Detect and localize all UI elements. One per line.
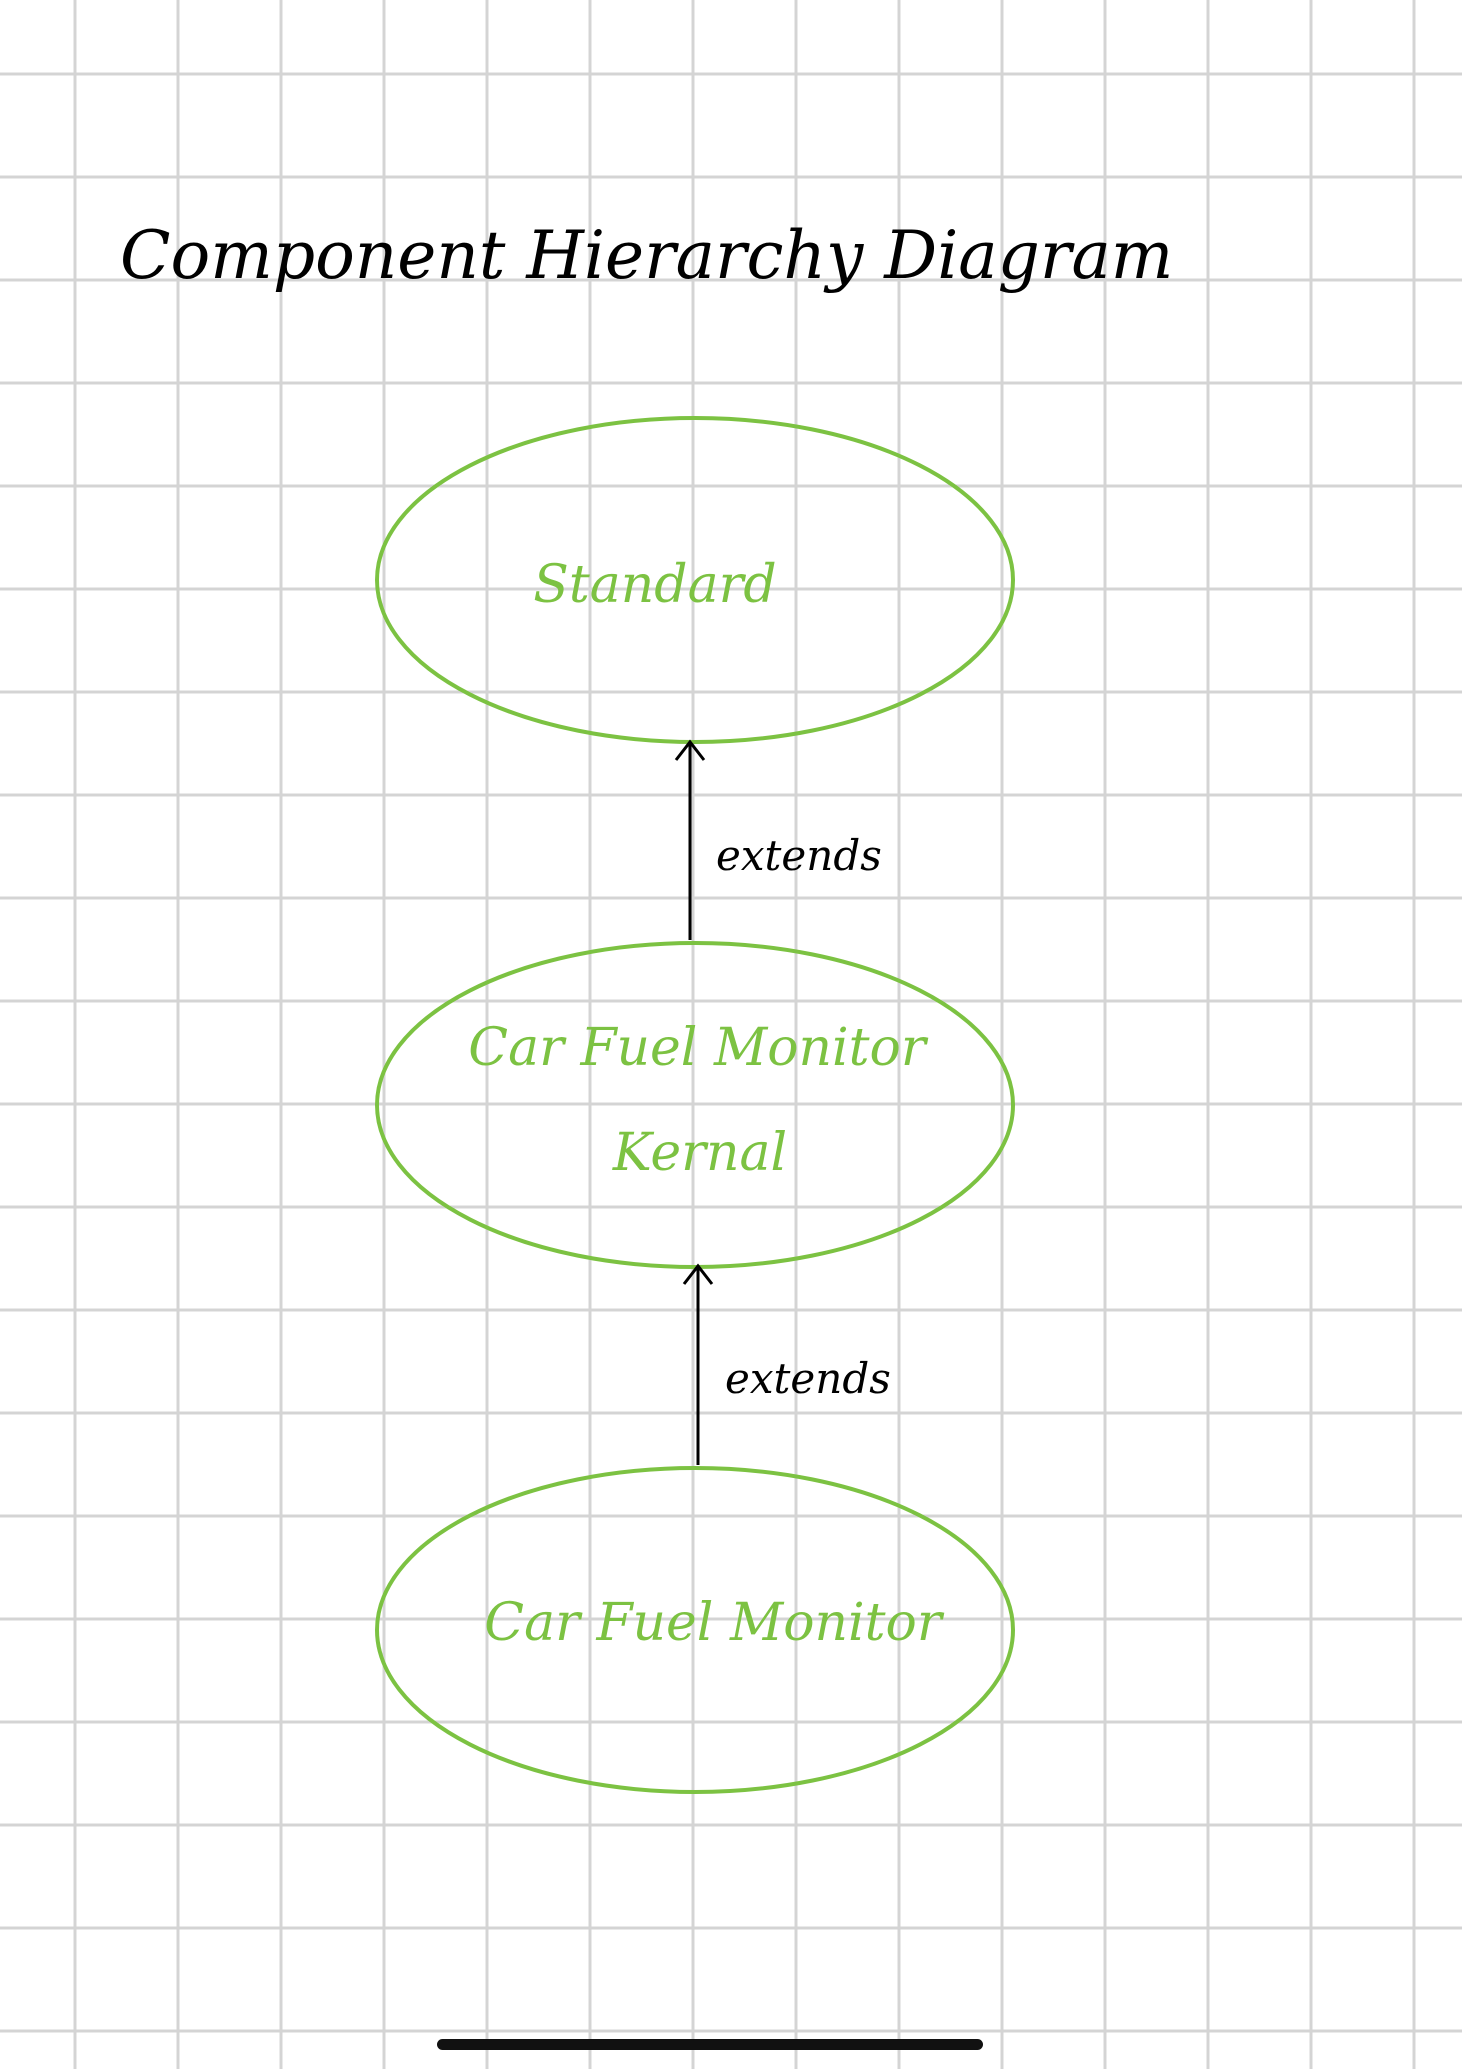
node-car-fuel-monitor: Car Fuel Monitor [375, 1466, 1015, 1794]
node-kernal: Car Fuel Monitor Kernal [375, 941, 1015, 1269]
edge-label: extends [725, 1354, 891, 1403]
diagram-title: Component Hierarchy Diagram [120, 217, 1173, 294]
node-kernal-label-line2: Kernal [612, 1123, 787, 1183]
edge-kernal-to-standard: extends [674, 739, 882, 940]
node-standard-ellipse [375, 416, 1015, 744]
home-indicator-bar[interactable] [437, 2039, 983, 2050]
node-car-fuel-monitor-ellipse [375, 1466, 1015, 1794]
node-standard: Standard [375, 416, 1015, 744]
node-kernal-ellipse [375, 941, 1015, 1269]
arrow-head-icon [674, 739, 706, 761]
edge-monitor-to-kernal: extends [682, 1263, 891, 1465]
node-kernal-label-line1: Car Fuel Monitor [468, 1018, 929, 1078]
node-car-fuel-monitor-label: Car Fuel Monitor [484, 1593, 945, 1653]
edge-label: extends [716, 831, 882, 880]
node-standard-label: Standard [533, 555, 776, 615]
arrow-head-icon [682, 1263, 714, 1285]
